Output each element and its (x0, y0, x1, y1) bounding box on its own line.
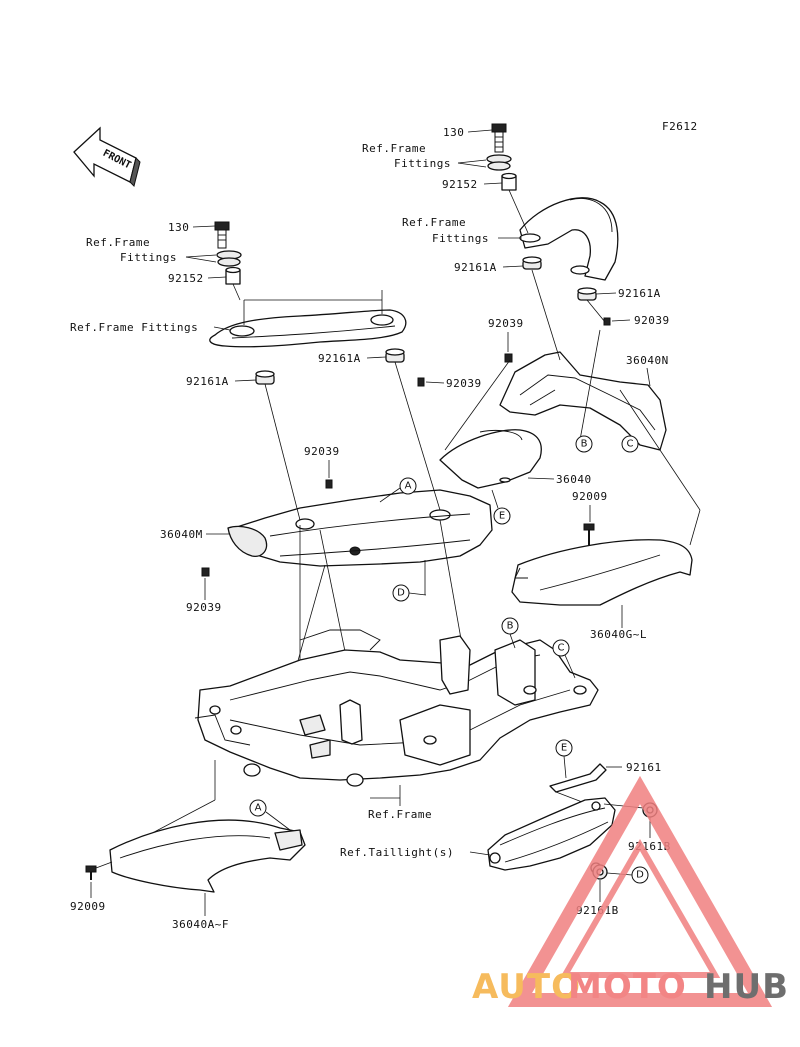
label-36040A-F: 36040A~F (172, 918, 229, 931)
cover-36040N-part (499, 351, 667, 451)
label-ref-frame-fittings-right-2: Fittings (394, 157, 451, 170)
callout-d-bottom: D (631, 866, 649, 884)
callout-a-top: A (399, 477, 417, 495)
label-92039-top: 92039 (488, 317, 524, 330)
label-130-left: 130 (168, 221, 189, 234)
washer-left-2 (217, 257, 241, 267)
callout-d-top: D (392, 584, 410, 602)
label-92161A-right1: 92161A (454, 261, 497, 274)
svg-text:A: A (405, 481, 412, 492)
clip-92039-top-part (504, 353, 513, 363)
svg-text:C: C (627, 439, 634, 450)
damper-92161A-right2-part (577, 287, 597, 301)
callout-b-frame: B (501, 617, 519, 635)
callout-e-bottom: E (555, 739, 573, 757)
clip-92039-bottomleft-part (201, 567, 210, 577)
bolt-92009-left-part (85, 865, 97, 880)
bolt-92009-right-part (583, 523, 595, 545)
cover-36040M-part (227, 489, 493, 567)
label-ref-frame-fittings-right-1: Ref.Frame (362, 142, 426, 155)
callout-e-top: E (493, 507, 511, 525)
label-92152-right: 92152 (442, 178, 478, 191)
label-92039-topright: 92039 (634, 314, 670, 327)
label-92009-left: 92009 (70, 900, 106, 913)
label-92039-mid: 92039 (446, 377, 482, 390)
watermark-inner-triangle-icon (559, 838, 721, 978)
front-arrow-icon: FRONT (73, 126, 141, 187)
label-36040M: 36040M (160, 528, 203, 541)
label-ref-frame-fittings-left-1: Ref.Frame (86, 236, 150, 249)
svg-text:E: E (561, 743, 567, 754)
label-36040: 36040 (556, 473, 592, 486)
collar-92152-right-part (501, 172, 517, 191)
svg-text:E: E (499, 511, 505, 522)
damper-92161A-left-part (255, 370, 275, 385)
label-ref-taillight: Ref.Taillight(s) (340, 846, 454, 859)
damper-92161A-mid-part (385, 348, 405, 363)
damper-92161A-right1-part (522, 256, 542, 270)
label-ref-frame-fittings-long: Ref.Frame Fittings (70, 321, 198, 334)
collar-92152-left-part (225, 266, 241, 285)
label-36040N: 36040N (626, 354, 669, 367)
svg-text:A: A (255, 803, 262, 814)
taillight-assembly (487, 797, 616, 874)
watermark-triangle-icon (507, 775, 773, 1007)
label-92039-bottomleft: 92039 (186, 601, 222, 614)
callout-a-bottom: A (249, 799, 267, 817)
label-ref-frame-fittings-left-2: Fittings (120, 251, 177, 264)
svg-text:B: B (507, 621, 514, 632)
callout-b-top: B (575, 435, 593, 453)
svg-text:C: C (558, 643, 565, 654)
svg-text:B: B (581, 439, 588, 450)
label-92161A-left: 92161A (186, 375, 229, 388)
label-92152-left: 92152 (168, 272, 204, 285)
cover-36040G-L-part (511, 539, 693, 606)
label-36040G-L: 36040G~L (590, 628, 647, 641)
label-92161A-mid: 92161A (318, 352, 361, 365)
callout-c-frame: C (552, 639, 570, 657)
clip-92039-left-mid-part (325, 479, 333, 489)
label-92161: 92161 (626, 761, 662, 774)
svg-text:D: D (397, 588, 405, 599)
watermark-text-hub: HUB (704, 967, 789, 1007)
washer-right-2 (487, 161, 511, 171)
bolt-130-right-part (491, 123, 507, 153)
label-ref-frame: Ref.Frame (368, 808, 432, 821)
label-92009-right: 92009 (572, 490, 608, 503)
clip-92161-part (549, 763, 607, 793)
cover-36040-part (439, 429, 542, 489)
bolt-130-left-part (214, 221, 230, 249)
label-ref-frame-fittings-right2-1: Ref.Frame (402, 216, 466, 229)
svg-text:D: D (636, 870, 644, 881)
label-ref-frame-fittings-right2-2: Fittings (432, 232, 489, 245)
grab-bar-left-top (209, 309, 407, 348)
label-92039-left: 92039 (304, 445, 340, 458)
clip-92039-mid-part (417, 377, 425, 387)
clip-92039-topright-part (603, 317, 611, 326)
label-130-right: 130 (443, 126, 464, 139)
label-92161A-right2: 92161A (618, 287, 661, 300)
frame-assembly (194, 629, 599, 787)
watermark-text-moto: MOTO (568, 967, 687, 1007)
watermark-text-auto: AUTO (472, 967, 581, 1007)
watermark-logo: AUTO MOTO HUB (472, 775, 789, 1007)
cover-36040A-F-part (109, 819, 306, 893)
grab-bar-right-top (519, 197, 619, 281)
label-92161B-lower: 92161B (576, 904, 619, 917)
callout-c-top: C (621, 435, 639, 453)
figure-code: F2612 (662, 120, 698, 133)
